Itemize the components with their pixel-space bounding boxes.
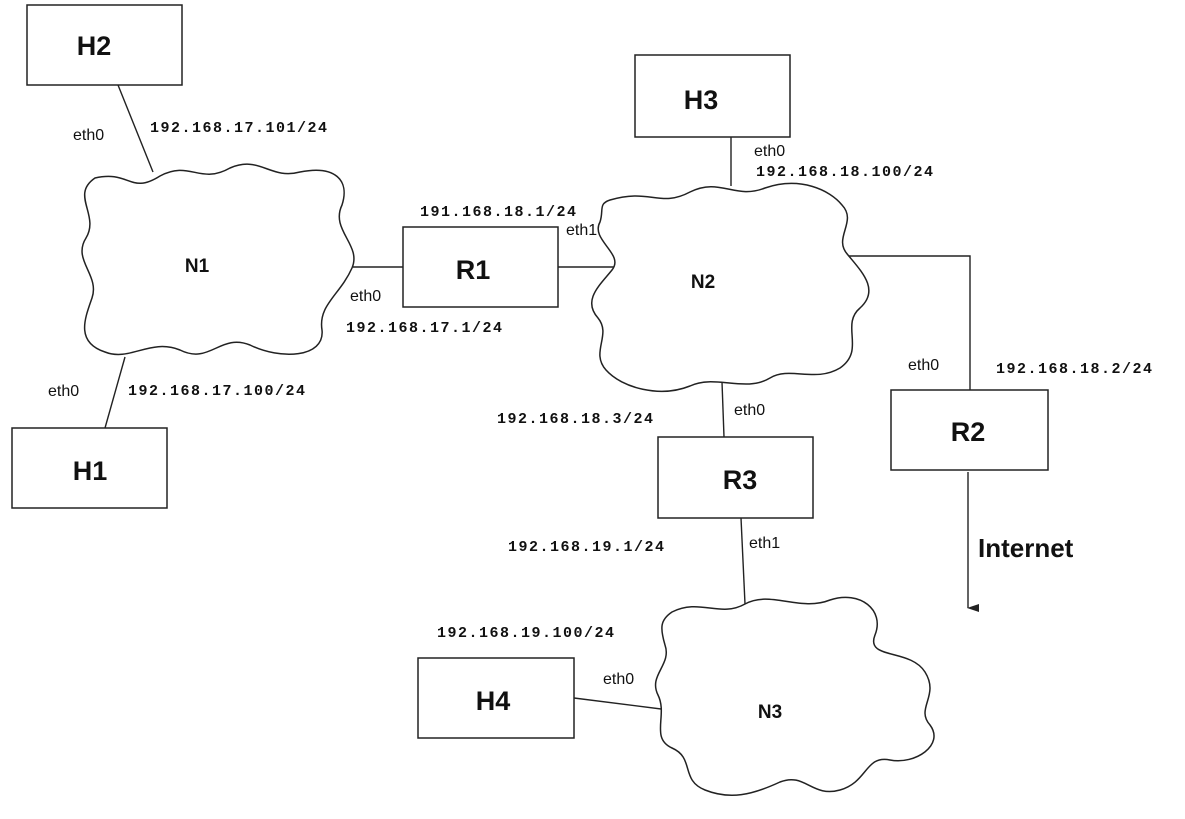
r1-eth1-ip-address: 191.168.18.1/24 [420,204,578,221]
r2-ip-address: 192.168.18.2/24 [996,361,1154,378]
r3-eth1-label: eth1 [749,535,780,552]
r3-eth1-ip-address: 192.168.19.1/24 [508,539,666,556]
network-n2: N2 [591,182,870,392]
cloud-n3-shape [654,596,935,797]
router-r3: R3 [657,436,814,519]
router-r2-label: R2 [951,417,986,447]
host-h2-box [26,4,183,86]
host-h4-label: H4 [476,686,511,716]
r2-eth0-label: eth0 [908,357,939,374]
network-n3: N3 [654,596,935,797]
network-n2-label: N2 [691,272,715,293]
h3-eth0-label: eth0 [754,143,785,160]
host-h1: H1 [11,427,168,509]
h3-ip-address: 192.168.18.100/24 [756,164,935,181]
h2-eth0-label: eth0 [73,127,104,144]
link-n2-r3 [721,381,725,438]
router-r1-label: R1 [456,255,491,285]
r3-eth0-label: eth0 [734,402,765,419]
router-r2-box [890,389,1049,471]
link-n2-r2 [843,255,971,390]
r3-eth0-ip-address: 192.168.18.3/24 [497,411,655,428]
network-n1-label: N1 [185,256,210,277]
router-r3-box [657,436,814,519]
host-h2-label: H2 [77,31,112,61]
router-r1: R1 [402,226,559,308]
h1-eth0-label: eth0 [48,383,79,400]
router-r1-box [402,226,559,308]
host-h2: H2 [26,4,183,86]
h4-ip-address: 192.168.19.100/24 [437,625,616,642]
h1-ip-address: 192.168.17.100/24 [128,383,307,400]
host-h3-label: H3 [684,85,719,115]
host-h1-label: H1 [73,456,108,486]
network-n3-label: N3 [758,702,782,723]
link-r3-n3 [740,517,746,605]
h4-eth0-label: eth0 [603,671,634,688]
h2-ip-address: 192.168.17.101/24 [150,120,329,137]
host-h4: H4 [417,657,575,739]
link-h4-n3 [573,697,670,711]
r1-eth0-label: eth0 [350,288,381,305]
network-n1: N1 [81,163,355,356]
link-h2-n1 [117,84,154,173]
internet-label: Internet [978,533,1074,563]
host-h3: H3 [634,54,791,138]
host-h1-box [11,427,168,509]
host-h3-box [634,54,791,138]
r1-eth0-ip-address: 192.168.17.1/24 [346,320,504,337]
cloud-n1-shape [81,163,355,356]
router-r2: R2 [890,389,1049,471]
cloud-n2-shape [591,182,870,392]
link-n1-h1 [104,356,126,429]
r1-eth1-label: eth1 [566,222,597,239]
router-r3-label: R3 [723,465,758,495]
host-h4-box [417,657,575,739]
